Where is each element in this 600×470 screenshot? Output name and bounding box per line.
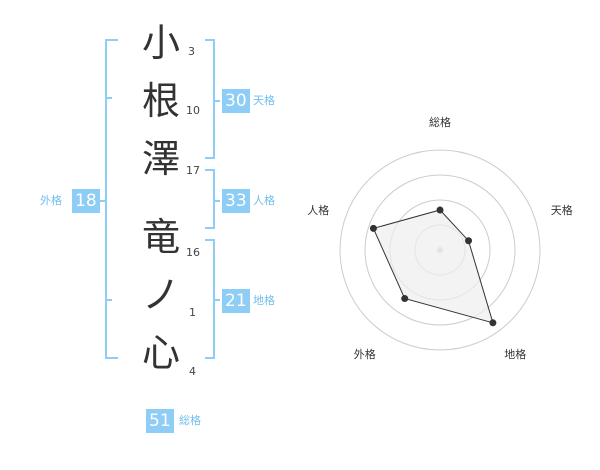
radar-axis-label-2: 天格 <box>550 204 573 218</box>
radar-axis-label-5: 人格 <box>307 204 330 218</box>
stroke-count-2: 10 <box>186 104 200 117</box>
gaikaku-label: 外格 <box>40 194 62 207</box>
jinkaku-value-badge: 33 <box>222 189 250 213</box>
stroke-count-3: 17 <box>186 164 200 177</box>
radar-ring-4 <box>339 149 541 351</box>
name-char-6: 心 <box>141 331 180 375</box>
radar-point-1 <box>436 206 444 214</box>
stroke-count-5: 1 <box>189 306 196 319</box>
name-char-4: 竜 <box>141 215 180 259</box>
stroke-count-1: 3 <box>188 45 195 58</box>
chikaku-value-badge: 21 <box>222 289 250 313</box>
name-char-2: 根 <box>141 79 180 123</box>
gaikaku-value-badge: 18 <box>72 189 100 213</box>
name-char-5: ノ <box>141 273 180 317</box>
radar-axis-label-3: 地格 <box>504 347 527 361</box>
name-char-3: 澤 <box>141 137 180 181</box>
radar-point-5 <box>369 224 377 232</box>
radar-ring-3 <box>364 174 516 326</box>
jinkaku-bracket <box>205 169 215 229</box>
radar-point-4 <box>401 295 409 303</box>
tenkaku-label: 天格 <box>253 94 275 107</box>
radar-axis-label-4: 外格 <box>353 347 376 361</box>
name-char-1: 小 <box>141 21 180 65</box>
radar-series-polygon <box>372 209 494 324</box>
gaikaku-bracket <box>105 39 118 359</box>
radar-point-2 <box>465 237 473 245</box>
radar-point-3 <box>489 319 497 327</box>
tenkaku-bracket <box>205 39 215 159</box>
soukaku-value-badge: 51 <box>146 409 174 433</box>
soukaku-label: 総格 <box>179 414 201 427</box>
stroke-count-4: 16 <box>186 246 200 259</box>
tenkaku-value-badge: 30 <box>222 89 250 113</box>
chikaku-label: 地格 <box>253 294 275 307</box>
radar-axis-label-1: 総格 <box>429 116 451 129</box>
stroke-count-6: 4 <box>189 365 196 378</box>
jinkaku-label: 人格 <box>253 194 275 207</box>
